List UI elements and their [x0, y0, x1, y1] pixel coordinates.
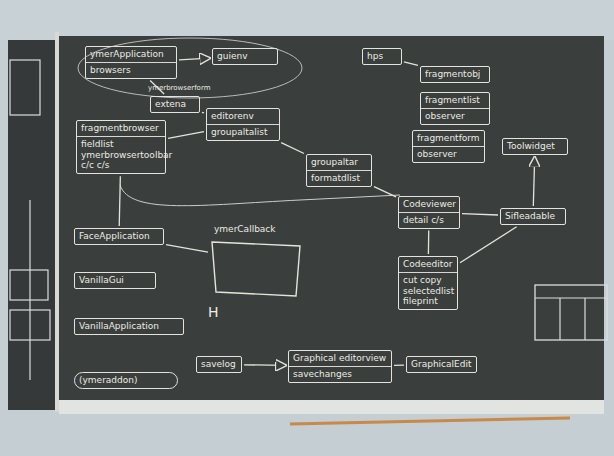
chalk-connector — [202, 112, 204, 114]
class-name: extena — [151, 97, 199, 112]
class-members: savechanges — [289, 366, 391, 382]
board-frame — [55, 32, 59, 412]
class-box: groupaltarformatdlist — [306, 154, 372, 187]
class-name: FaceApplication — [75, 229, 163, 244]
class-box: (ymeraddon) — [74, 372, 178, 389]
chalk-connector — [168, 132, 204, 139]
chalk-line — [29, 200, 30, 380]
pointer-stick — [290, 418, 570, 424]
class-box: Codeviewerdetail c/s — [398, 196, 460, 229]
class-box: editorenvgroupaltalist — [206, 108, 280, 141]
class-members: detail c/s — [399, 212, 459, 228]
chalk-connector — [244, 364, 286, 366]
board-note: ymerbrowserform — [148, 84, 210, 92]
class-name: Codeeditor — [399, 257, 457, 272]
class-name: VanillaGui — [75, 273, 155, 288]
class-name: groupaltar — [307, 155, 371, 170]
chalk-connector — [460, 227, 517, 263]
class-box: fragmentobj — [420, 66, 490, 83]
class-name: ymerCallback — [210, 222, 306, 237]
class-name: guienv — [213, 49, 277, 64]
class-members: cut copy selectedlist fileprint — [399, 272, 457, 309]
class-box: fragmentbrowserfieldlist ymerbrowsertool… — [76, 120, 166, 174]
table-line — [535, 297, 607, 298]
class-box: extena — [150, 96, 200, 113]
chalk-connector — [374, 187, 396, 197]
class-name: VanillaApplication — [75, 319, 183, 334]
class-name: fragmentform — [413, 131, 484, 146]
left-board — [8, 40, 58, 410]
chalk-connector — [533, 157, 534, 206]
class-box: Graphical editorviewsavechanges — [288, 350, 392, 383]
class-name: Sifleadable — [501, 209, 565, 224]
class-name: GraphicalEdit — [407, 357, 476, 372]
callback-shape: ymerCallback — [210, 222, 306, 300]
chalk-connector — [462, 214, 498, 215]
class-name: savelog — [197, 357, 241, 372]
class-box: FaceApplication — [74, 228, 164, 245]
table-sketch — [535, 285, 607, 340]
table-line — [559, 298, 560, 340]
class-name: hps — [363, 49, 401, 64]
class-name: fragmentbrowser — [77, 121, 165, 136]
class-name: (ymeraddon) — [75, 373, 177, 388]
class-box: Toolwidget — [502, 138, 568, 155]
class-box: hps — [362, 48, 402, 65]
class-members: groupaltalist — [207, 124, 279, 140]
quad-outline — [212, 242, 300, 296]
board-note: H — [208, 304, 219, 320]
cut-box — [10, 270, 48, 300]
class-members: observer — [421, 108, 489, 124]
chalk-connector — [404, 62, 418, 65]
class-box: guienv — [212, 48, 278, 65]
chalk-connector — [179, 58, 210, 60]
class-box: Sifleadable — [500, 208, 566, 225]
class-members: observer — [413, 146, 484, 162]
class-name: Codeviewer — [399, 197, 459, 212]
class-box: savelog — [196, 356, 242, 373]
class-name: editorenv — [207, 109, 279, 124]
class-members: formatdlist — [307, 170, 371, 186]
class-name: ymerApplication — [86, 47, 176, 62]
wall — [0, 0, 614, 40]
class-name: fragmentlist — [421, 93, 489, 108]
class-box: fragmentformobserver — [412, 130, 485, 163]
chalk-connector — [119, 176, 120, 226]
chalk-connector — [281, 143, 304, 154]
class-box: VanillaApplication — [74, 318, 184, 335]
chalk-connector — [394, 364, 404, 365]
table-line — [584, 298, 585, 340]
chalk-connector — [428, 231, 430, 254]
class-name: fragmentobj — [421, 67, 489, 82]
chalk-line — [120, 185, 400, 206]
cut-box — [10, 60, 40, 115]
class-box: VanillaGui — [74, 272, 156, 289]
class-box: fragmentlistobserver — [420, 92, 490, 125]
class-members: browsers — [86, 62, 176, 78]
class-box: ymerApplicationbrowsers — [85, 46, 177, 79]
chalk-connector — [166, 245, 208, 252]
class-members: fieldlist ymerbrowsertoolbar c/c c/s — [77, 136, 165, 173]
grouping-ellipse — [78, 38, 302, 98]
blackboard — [59, 36, 604, 404]
class-name: Toolwidget — [503, 139, 567, 154]
chalk-tray — [59, 400, 604, 414]
class-box: Codeeditorcut copy selectedlist fileprin… — [398, 256, 458, 310]
class-box: GraphicalEdit — [406, 356, 477, 373]
class-name: Graphical editorview — [289, 351, 391, 366]
